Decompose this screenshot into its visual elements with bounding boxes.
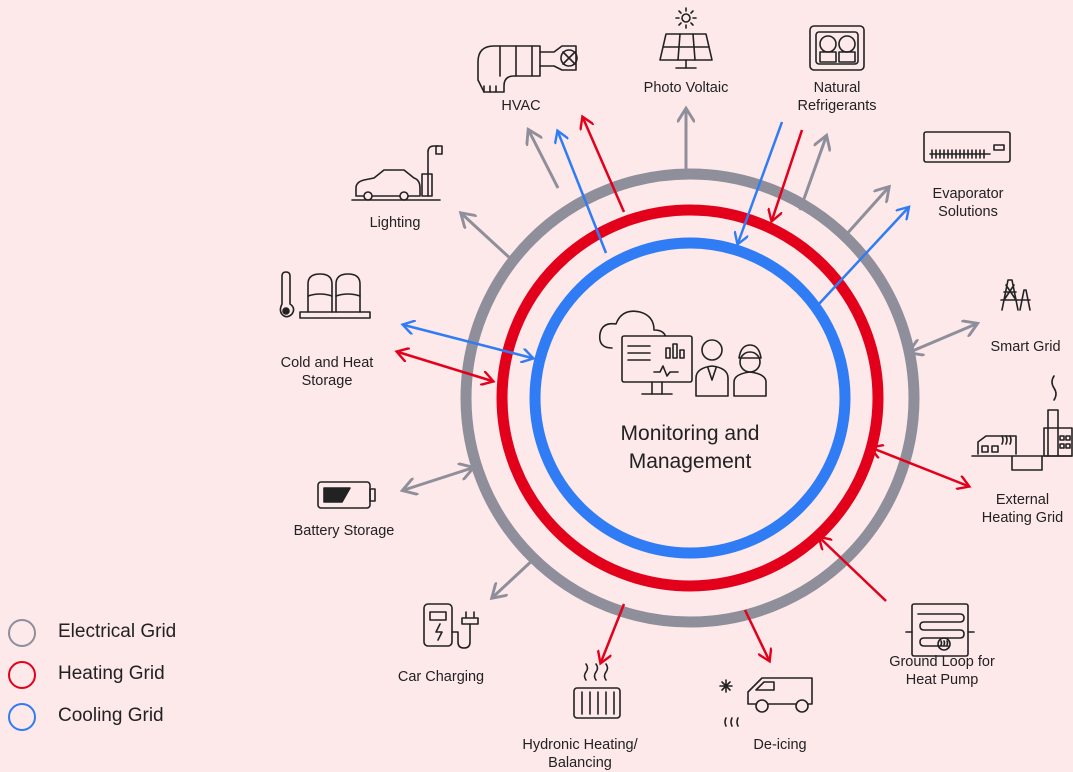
arrow-cooling-refrigerants	[738, 121, 784, 243]
arrow-heating-deicing	[743, 609, 769, 660]
arrow-electrical-evaporator	[843, 188, 888, 238]
cooling-grid-ring	[529, 237, 851, 559]
arrow-heating-refrigerants	[772, 129, 804, 220]
label-natural-refrigerants: Natural Refrigerants	[797, 80, 877, 114]
electrical-grid-ring	[460, 168, 920, 628]
solar-panel-icon	[659, 7, 713, 69]
label-photo-voltaic: Photo Voltaic	[643, 80, 729, 96]
storage-tanks-icon	[279, 271, 371, 319]
arrow-cooling-storage	[404, 325, 532, 358]
street-lamp-car-icon	[351, 145, 443, 201]
label-de-icing: De-icing	[753, 737, 807, 753]
arrow-heating-storage	[398, 352, 492, 381]
label-smart-grid: Smart Grid	[990, 339, 1061, 355]
heating-grid-ring	[496, 204, 884, 592]
power-tower-icon	[1000, 279, 1031, 311]
legend-swatch-heating	[8, 661, 36, 689]
label-hydronic-heating: Hydronic Heating/ Balancing	[522, 737, 638, 771]
arrow-heating-hydronic	[601, 603, 626, 662]
legend-label: Electrical Grid	[58, 621, 177, 642]
monitoring-icon	[598, 310, 767, 397]
hvac-icon	[477, 45, 578, 93]
label-car-charging: Car Charging	[397, 669, 485, 685]
arrow-electrical-refrigerants	[798, 137, 826, 211]
arrow-heating-hvac	[583, 118, 626, 213]
label-hvac: HVAC	[501, 98, 541, 114]
arrow-electrical-hvac	[529, 131, 560, 189]
legend-label: Heating Grid	[58, 663, 165, 684]
de-icing-van-icon	[719, 677, 813, 727]
arrow-heating-ground-loop	[820, 538, 887, 602]
arrow-cooling-hvac	[558, 132, 608, 254]
district-heating-plant-icon	[971, 375, 1073, 471]
arrow-cooling-evaporator	[817, 208, 908, 306]
legend-swatch-electrical	[8, 619, 36, 647]
label-evaporator-solutions: Evaporator Solutions	[932, 186, 1004, 220]
arrow-heating-external	[872, 448, 968, 486]
battery-icon	[317, 481, 376, 509]
arrow-electrical-car-charging	[493, 555, 538, 597]
arrow-electrical-battery	[404, 468, 472, 490]
ev-charger-icon	[423, 603, 479, 649]
label-lighting: Lighting	[369, 215, 421, 231]
arrow-electrical-lighting	[462, 214, 514, 262]
evaporator-icon	[923, 131, 1011, 163]
refrigerant-unit-icon	[809, 25, 865, 71]
radiator-icon	[573, 663, 621, 719]
legend-swatch-cooling	[8, 703, 36, 731]
arrow-electrical-smart-grid	[910, 324, 976, 352]
label-external-heating-grid: External Heating Grid	[981, 492, 1064, 526]
ground-loop-icon	[905, 603, 975, 657]
label-ground-loop: Ground Loop for Heat Pump	[889, 654, 995, 688]
center-label: Monitoring and Management	[620, 422, 760, 473]
legend-label: Cooling Grid	[58, 705, 164, 726]
label-cold-heat-storage: Cold and Heat Storage	[280, 355, 374, 389]
label-battery-storage: Battery Storage	[293, 523, 395, 539]
